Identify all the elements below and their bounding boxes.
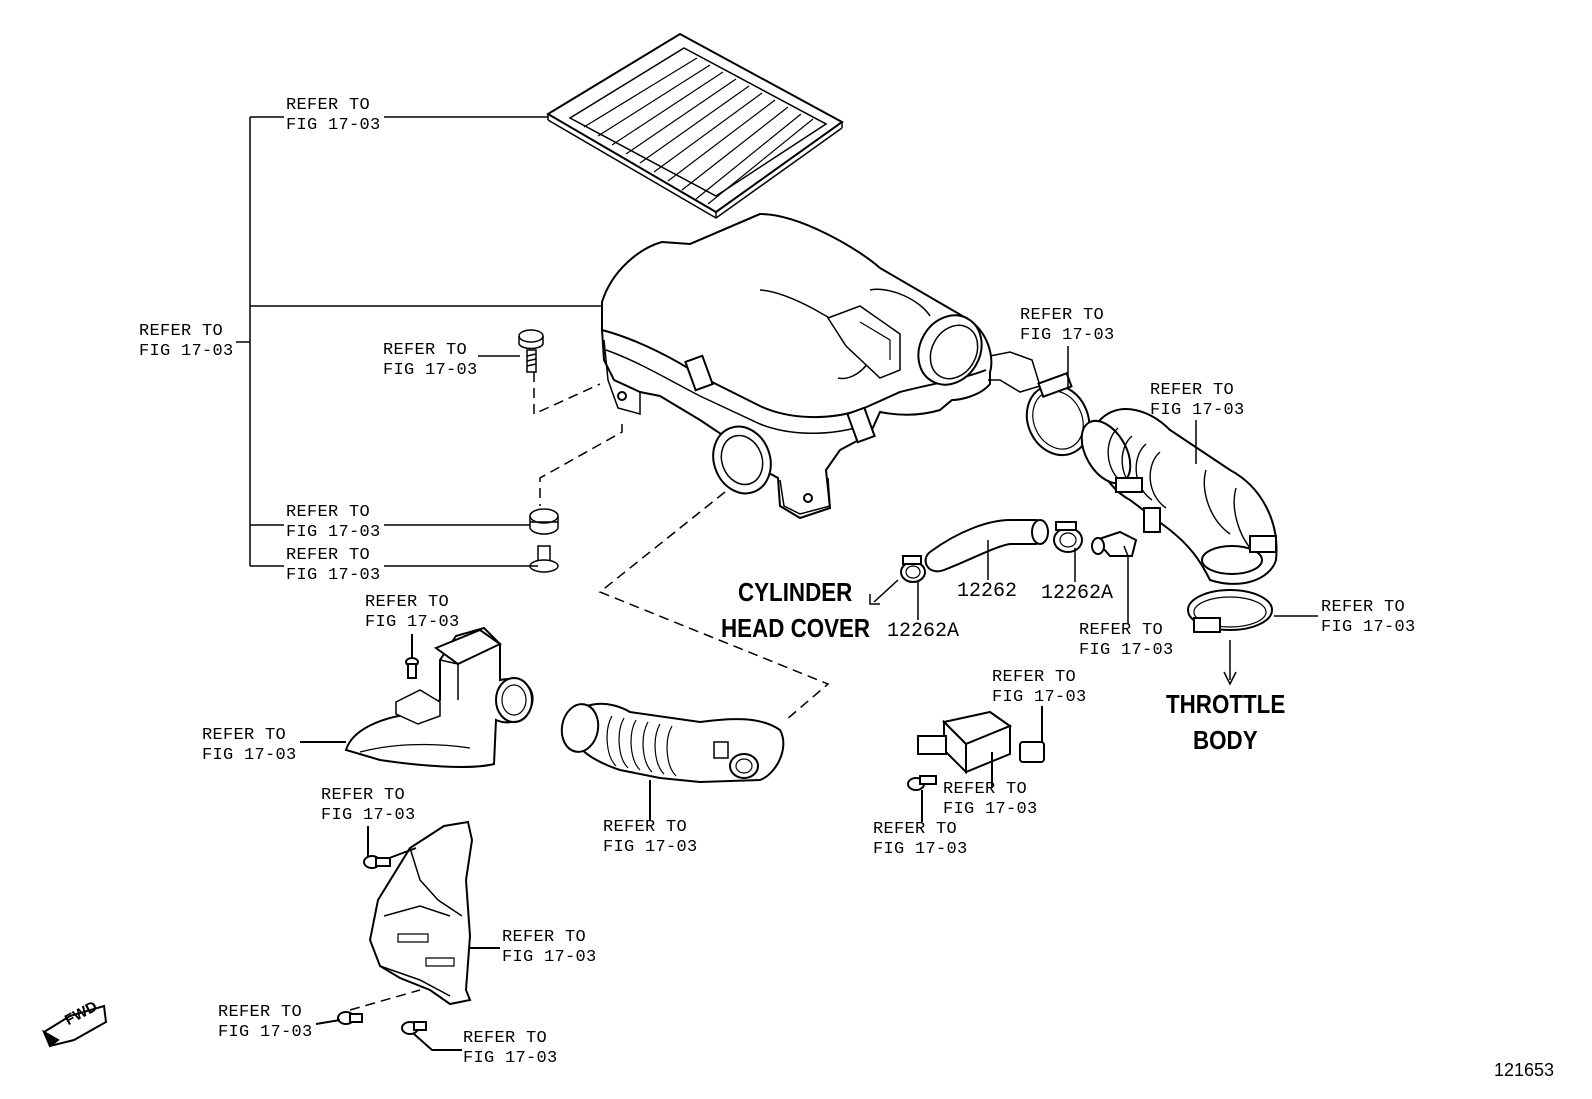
refer-label-resonator-bolt: REFER TO FIG 17-03 (365, 593, 460, 633)
refer-label-filter: REFER TO FIG 17-03 (286, 96, 381, 136)
refer-label-clamp-upper: REFER TO FIG 17-03 (1020, 306, 1115, 346)
refer-line2: FIG 17-03 (992, 688, 1087, 707)
refer-line2: FIG 17-03 (202, 746, 297, 765)
refer-line2: FIG 17-03 (943, 800, 1038, 819)
pcv-joint (1092, 532, 1136, 556)
part-number-clip-left: 12262A (887, 620, 960, 643)
hose-clip-left (901, 556, 925, 582)
refer-line1: REFER TO (139, 322, 224, 341)
collar (530, 546, 558, 572)
callout-line1: CYLINDER (738, 577, 853, 607)
refer-line2: FIG 17-03 (1150, 401, 1245, 420)
air-hose-throttle (1072, 409, 1277, 584)
refer-line1: REFER TO (603, 818, 688, 837)
refer-line1: REFER TO (383, 341, 468, 360)
refer-line1: REFER TO (365, 593, 450, 612)
refer-line2: FIG 17-03 (286, 566, 381, 585)
refer-label-sensor-cap: REFER TO FIG 17-03 (992, 668, 1087, 708)
breather-hose (926, 520, 1048, 571)
refer-line2: FIG 17-03 (383, 361, 478, 380)
refer-label-intake-hose: REFER TO FIG 17-03 (603, 818, 698, 858)
refer-line2: FIG 17-03 (463, 1049, 558, 1068)
clamp-lower (1188, 590, 1272, 632)
refer-label-collar: REFER TO FIG 17-03 (286, 546, 381, 586)
fwd-arrow-icon (44, 1006, 106, 1046)
air-filter-element (548, 34, 842, 218)
callout-line2: HEAD COVER (721, 613, 871, 643)
bolt-case-top (519, 330, 543, 372)
bolt-shield-bottom-right (402, 1022, 462, 1050)
refer-line1: REFER TO (286, 546, 371, 565)
refer-line2: FIG 17-03 (321, 806, 416, 825)
refer-line1: REFER TO (502, 928, 587, 947)
grommet (530, 509, 558, 534)
callout-throttle-body-line2: BODY (1193, 722, 1258, 758)
sensor-cap (1020, 706, 1044, 762)
refer-line1: REFER TO (873, 820, 958, 839)
leader-bracket-left (236, 117, 602, 566)
callout-line1: THROTTLE (1166, 689, 1286, 719)
refer-line2: FIG 17-03 (365, 613, 460, 632)
refer-label-main-bracket: REFER TO FIG 17-03 (139, 322, 234, 362)
refer-line2: FIG 17-03 (1321, 618, 1416, 637)
refer-line2: FIG 17-03 (873, 840, 968, 859)
part-number-hose: 12262 (957, 580, 1018, 603)
refer-line2: FIG 17-03 (139, 342, 234, 361)
refer-label-shield-bolt-top: REFER TO FIG 17-03 (321, 786, 416, 826)
air-cleaner-case (602, 214, 1040, 518)
refer-line1: REFER TO (463, 1029, 548, 1048)
refer-line2: FIG 17-03 (1020, 326, 1115, 345)
refer-label-shield-bolt-right: REFER TO FIG 17-03 (463, 1029, 558, 1069)
callout-line2: BODY (1193, 725, 1258, 755)
refer-line1: REFER TO (202, 726, 287, 745)
clamp-upper (1016, 373, 1101, 465)
refer-line1: REFER TO (321, 786, 406, 805)
bolt-shield-top (364, 826, 390, 868)
refer-line1: REFER TO (1020, 306, 1105, 325)
callout-cylinder-head-cover-line2: HEAD COVER (721, 610, 870, 646)
refer-label-bolt: REFER TO FIG 17-03 (383, 341, 478, 381)
hose-clip-right (1054, 522, 1082, 552)
air-duct-resonator (300, 628, 533, 767)
refer-label-resonator: REFER TO FIG 17-03 (202, 726, 297, 766)
part-number-clip-right: 12262A (1041, 582, 1114, 605)
refer-line1: REFER TO (992, 668, 1077, 687)
refer-line1: REFER TO (286, 96, 371, 115)
maf-sensor (908, 712, 1010, 822)
refer-label-maf-sensor: REFER TO FIG 17-03 (943, 780, 1038, 820)
callout-cylinder-head-cover: CYLINDER (738, 574, 852, 610)
figure-id: 121653 (1494, 1060, 1555, 1080)
air-intake-hose (558, 701, 783, 820)
refer-line2: FIG 17-03 (286, 116, 381, 135)
bolt-shield-bottom-left (316, 1012, 362, 1024)
refer-line1: REFER TO (286, 503, 371, 522)
refer-line2: FIG 17-03 (218, 1023, 313, 1042)
refer-label-pcv-joint: REFER TO FIG 17-03 (1079, 621, 1174, 661)
refer-label-maf-bolt: REFER TO FIG 17-03 (873, 820, 968, 860)
refer-line2: FIG 17-03 (286, 523, 381, 542)
refer-line1: REFER TO (218, 1003, 303, 1022)
refer-label-clamp-lower: REFER TO FIG 17-03 (1321, 598, 1416, 638)
callout-throttle-body: THROTTLE (1166, 686, 1285, 722)
refer-label-grommet: REFER TO FIG 17-03 (286, 503, 381, 543)
refer-label-throttle-hose: REFER TO FIG 17-03 (1150, 381, 1245, 421)
refer-line1: REFER TO (1321, 598, 1406, 617)
refer-label-shield-bolt-left: REFER TO FIG 17-03 (218, 1003, 313, 1043)
refer-line2: FIG 17-03 (502, 948, 597, 967)
refer-label-shield: REFER TO FIG 17-03 (502, 928, 597, 968)
refer-line2: FIG 17-03 (1079, 641, 1174, 660)
refer-line1: REFER TO (943, 780, 1028, 799)
splash-shield (370, 822, 500, 1004)
refer-line1: REFER TO (1150, 381, 1235, 400)
refer-line1: REFER TO (1079, 621, 1164, 640)
refer-line2: FIG 17-03 (603, 838, 698, 857)
